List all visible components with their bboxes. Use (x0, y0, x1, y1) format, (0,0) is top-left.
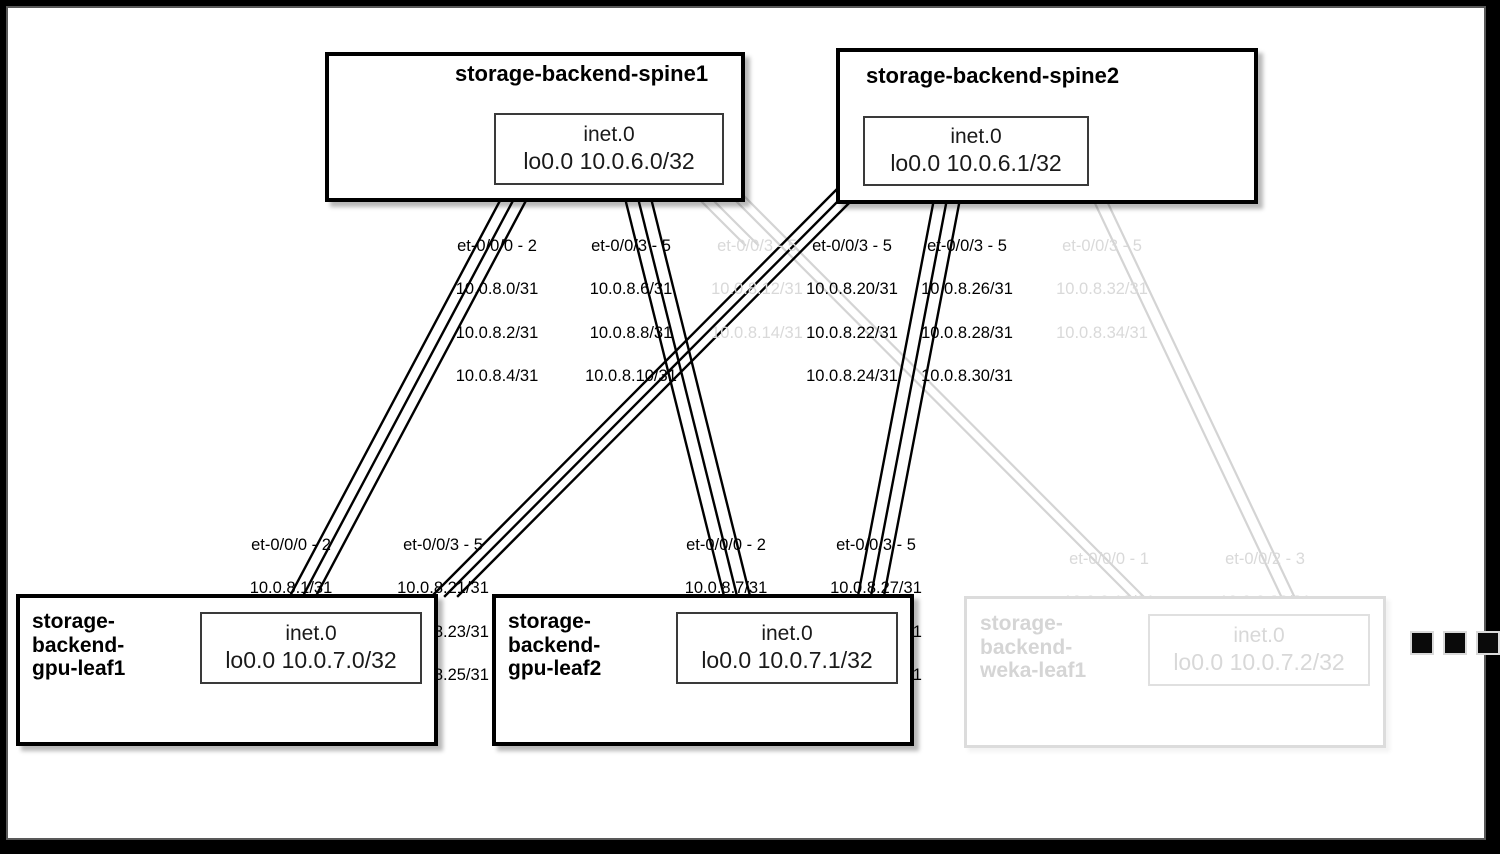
ellipsis-dot (1445, 633, 1465, 653)
iflabel-spine2-to-gpuleaf1: et-0/0/3 - 5 10.0.8.20/31 10.0.8.22/31 1… (793, 214, 911, 410)
iflabel-ports: et-0/0/3 - 5 (1062, 236, 1142, 255)
rib-spine2-loopback: lo0.0 10.0.6.1/32 (890, 149, 1062, 176)
iflabel-addr: 10.0.8.30/31 (921, 367, 1013, 386)
node-weka-leaf1-title: storage- backend- weka-leaf1 (980, 612, 1087, 683)
link-spine2-gpuleaf1-1 (430, 176, 850, 598)
rib-spine1-loopback: lo0.0 10.0.6.0/32 (523, 147, 695, 174)
rib-spine1-table: inet.0 (583, 123, 635, 147)
rib-weka-leaf1: inet.0 lo0.0 10.0.7.2/32 (1148, 614, 1370, 686)
rib-gpu-leaf1-table: inet.0 (285, 622, 337, 646)
iflabel-addr: 10.0.8.0/31 (455, 280, 539, 299)
iflabel-addr: 10.0.8.2/31 (455, 323, 539, 342)
rib-weka-leaf1-loopback: lo0.0 10.0.7.2/32 (1173, 648, 1345, 675)
iflabel-addr: 10.0.8.7/31 (684, 579, 768, 598)
link-spine1-gpuleaf1-1 (288, 176, 514, 598)
ellipsis-dot (1412, 633, 1432, 653)
iflabel-addr: 10.0.8.34/31 (1056, 323, 1148, 342)
iflabel-addr: 10.0.8.32/31 (1056, 280, 1148, 299)
iflabel-addr: 10.0.8.6/31 (589, 280, 673, 299)
iflabel-spine1-to-gpuleaf1: et-0/0/0 - 2 10.0.8.0/31 10.0.8.2/31 10.… (442, 214, 552, 410)
iflabel-addr: 10.0.8.4/31 (455, 367, 539, 386)
iflabel-ports: et-0/0/3 - 5 (591, 236, 671, 255)
rib-spine2: inet.0 lo0.0 10.0.6.1/32 (863, 116, 1089, 186)
iflabel-ports: et-0/0/0 - 1 (1069, 549, 1149, 568)
link-spine1-gpuleaf1-2 (301, 176, 527, 598)
iflabel-addr: 10.0.8.14/31 (711, 323, 803, 342)
iflabel-ports: et-0/0/2 - 3 (1225, 549, 1305, 568)
rib-gpu-leaf2-loopback: lo0.0 10.0.7.1/32 (701, 646, 873, 673)
iflabel-spine2-to-gpuleaf2: et-0/0/3 - 5 10.0.8.26/31 10.0.8.28/31 1… (908, 214, 1026, 410)
node-spine2-title: storage-backend-spine2 (866, 63, 1120, 88)
rib-spine1: inet.0 lo0.0 10.0.6.0/32 (494, 113, 724, 185)
iflabel-addr: 10.0.8.22/31 (806, 323, 898, 342)
ellipsis-dot (1478, 633, 1498, 653)
rib-gpu-leaf1: inet.0 lo0.0 10.0.7.0/32 (200, 612, 422, 684)
iflabel-ports: et-0/0/3 - 5 (717, 236, 797, 255)
iflabel-addr: 10.0.8.8/31 (589, 323, 673, 342)
iflabel-ports: et-0/0/3 - 5 (403, 535, 483, 554)
iflabel-addr: 10.0.8.12/31 (711, 280, 803, 299)
node-gpu-leaf1-title: storage- backend- gpu-leaf1 (32, 610, 126, 681)
node-spine1-title: storage-backend-spine1 (455, 61, 709, 86)
more-leaves-ellipsis (1412, 633, 1498, 653)
iflabel-addr: 10.0.8.10/31 (585, 367, 677, 386)
iflabel-addr: 10.0.8.1/31 (249, 579, 333, 598)
link-spine2-gpuleaf1-2 (443, 176, 863, 598)
link-stub-spine1-weka-a (698, 198, 747, 247)
iflabel-addr: 10.0.8.20/31 (806, 280, 898, 299)
iflabel-addr: 10.0.8.21/31 (397, 579, 489, 598)
iflabel-spine1-to-weka: et-0/0/3 - 5 10.0.8.12/31 10.0.8.14/31 (698, 214, 816, 366)
iflabel-addr: 10.0.8.28/31 (921, 323, 1013, 342)
rib-gpu-leaf2: inet.0 lo0.0 10.0.7.1/32 (676, 612, 898, 684)
link-spine1-gpuleaf2-2 (631, 176, 739, 598)
iflabel-spine2-to-weka: et-0/0/3 - 5 10.0.8.32/31 10.0.8.34/31 (1043, 214, 1161, 366)
rib-weka-leaf1-table: inet.0 (1233, 624, 1285, 648)
iflabel-ports: et-0/0/3 - 5 (927, 236, 1007, 255)
link-spine1-gpuleaf2-1 (618, 176, 726, 598)
link-spine2-gpuleaf2-1 (856, 176, 940, 598)
rib-gpu-leaf1-loopback: lo0.0 10.0.7.0/32 (225, 646, 397, 673)
link-spine1-weka-1 (711, 176, 1132, 598)
rib-spine2-table: inet.0 (950, 125, 1002, 149)
link-stub-spine1-weka-b (711, 198, 760, 247)
iflabel-ports: et-0/0/0 - 2 (457, 236, 537, 255)
iflabel-addr: 10.0.8.26/31 (921, 280, 1013, 299)
link-spine2-gpuleaf2-2 (869, 176, 953, 598)
iflabel-ports: et-0/0/3 - 5 (836, 535, 916, 554)
iflabel-ports: et-0/0/3 - 5 (812, 236, 892, 255)
rib-gpu-leaf2-table: inet.0 (761, 622, 813, 646)
iflabel-spine1-to-gpuleaf2: et-0/0/3 - 5 10.0.8.6/31 10.0.8.8/31 10.… (572, 214, 690, 410)
link-spine2-weka-2 (1094, 176, 1296, 598)
iflabel-addr: 10.0.8.24/31 (806, 367, 898, 386)
iflabel-ports: et-0/0/0 - 2 (251, 535, 331, 554)
link-spine2-gpuleaf2-3 (882, 176, 966, 598)
link-spine1-gpuleaf2-3 (644, 176, 752, 598)
link-spine2-gpuleaf1-3 (456, 176, 876, 598)
node-gpu-leaf2-title: storage- backend- gpu-leaf2 (508, 610, 602, 681)
iflabel-addr: 10.0.8.27/31 (830, 579, 922, 598)
link-spine1-weka-2 (724, 176, 1145, 598)
iflabel-ports: et-0/0/0 - 2 (686, 535, 766, 554)
link-spine2-weka-1 (1081, 176, 1283, 598)
link-spine1-gpuleaf1-3 (314, 176, 540, 598)
